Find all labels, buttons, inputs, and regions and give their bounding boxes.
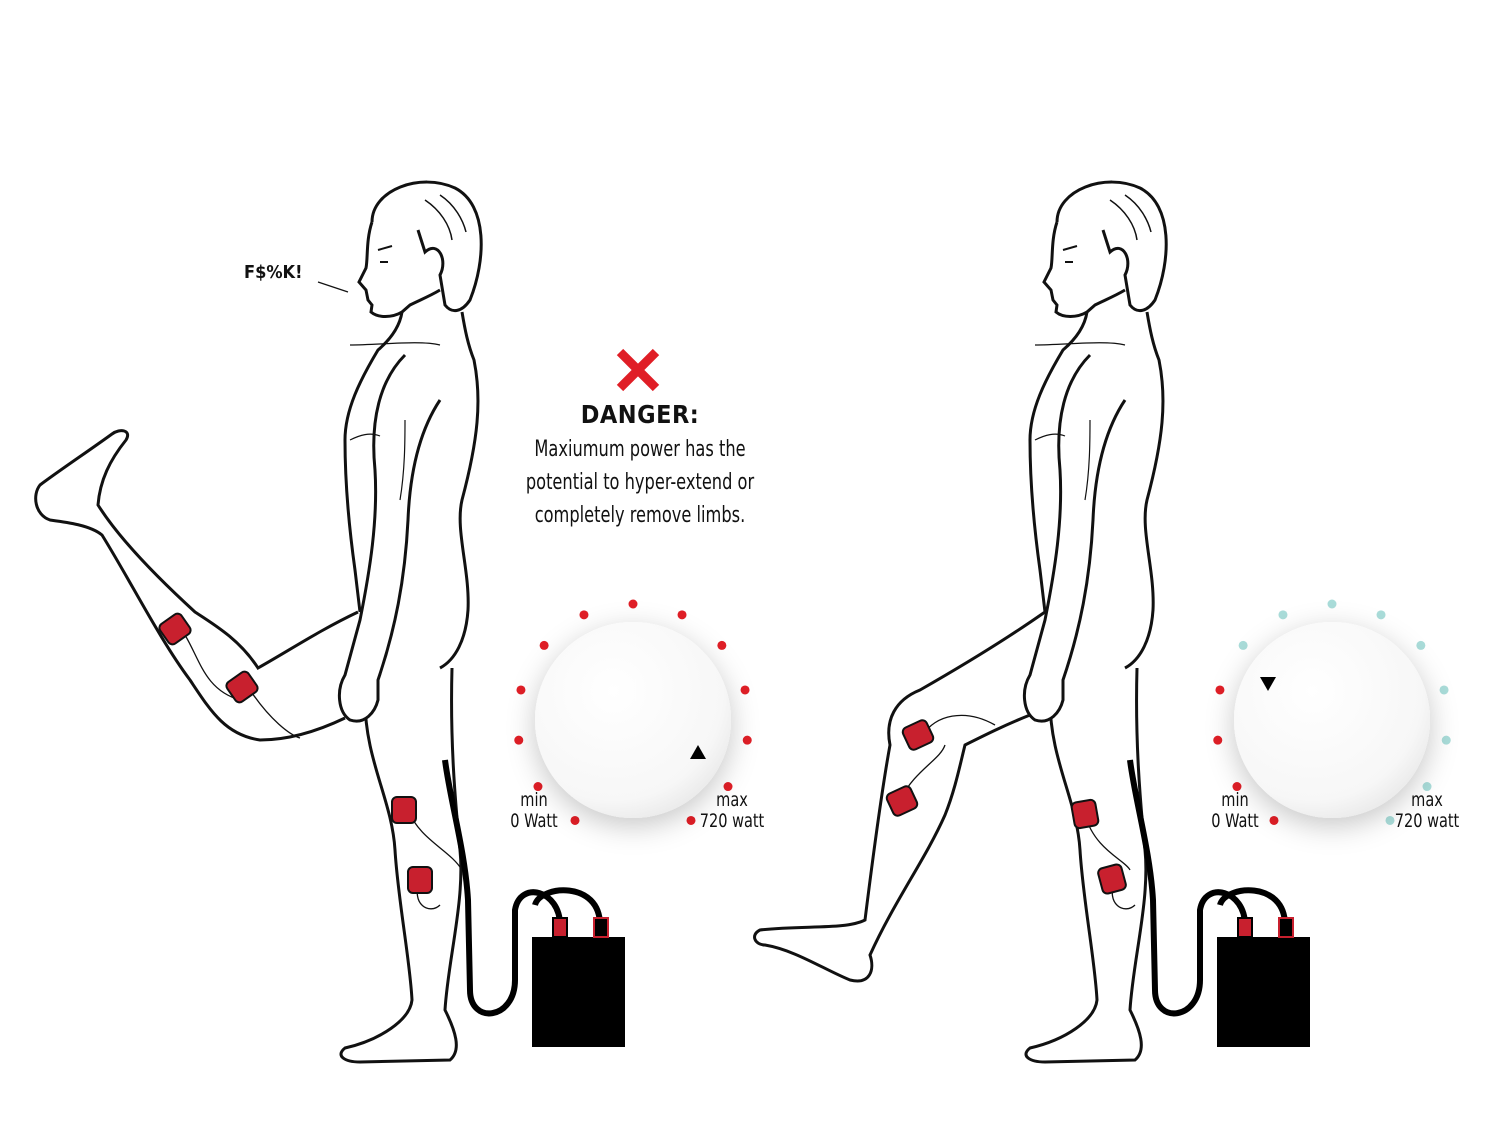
level-dot [1215,685,1225,695]
danger-title: DANGER: [580,400,700,429]
level-dot [740,685,750,695]
level-dot [686,815,696,825]
power-dial-left[interactable] [514,599,752,825]
level-dot [1416,640,1426,650]
raised-leg [34,429,359,742]
level-dot [1238,640,1248,650]
level-dot [742,735,752,745]
level-dot [1439,685,1449,695]
level-dot [579,610,589,620]
level-dot [516,685,526,695]
level-dot [1232,782,1242,792]
right-figure [753,180,1310,1064]
dial-pointer-icon [1260,677,1276,691]
electrodes [158,612,463,910]
level-dot [1327,599,1337,609]
level-dot [514,735,524,745]
power-dial-right[interactable] [1213,599,1451,825]
level-dot [677,610,687,620]
level-dot [1422,782,1432,792]
level-dot [1376,610,1386,620]
level-dot [539,640,549,650]
level-dot [628,599,638,609]
danger-line: potential to hyper-extend or [525,470,755,495]
level-dot [570,815,580,825]
dial-knob[interactable] [1234,622,1430,818]
left-figure [34,180,625,1064]
level-dot [1213,735,1223,745]
x-mark-icon [616,348,660,392]
level-dot [723,782,733,792]
danger-line: completely remove limbs. [534,503,746,528]
level-dot [717,640,727,650]
dial-knob[interactable] [535,622,731,818]
level-dot [1385,815,1395,825]
danger-line: Maxiumum power has the [534,437,746,462]
level-dot [1269,815,1279,825]
danger-notice: DANGER: Maxiumum power has the potential… [500,400,780,532]
level-dot [533,782,543,792]
dial-pointer-icon [690,745,706,759]
exclamation-text: F$%K! [244,262,303,283]
level-dot [1278,610,1288,620]
level-dot [1441,735,1451,745]
